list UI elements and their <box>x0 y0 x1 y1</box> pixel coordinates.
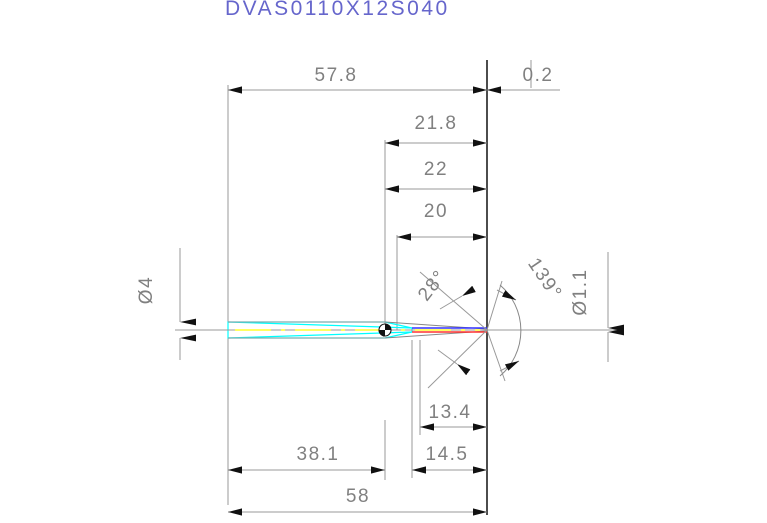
dim-group-lower-stack: 13.4 14.5 <box>412 402 487 474</box>
dim-label-14-5: 14.5 <box>426 444 469 465</box>
part-geometry <box>175 321 620 339</box>
dim-label-21-8: 21.8 <box>415 113 458 134</box>
dim-label-58: 58 <box>346 486 370 507</box>
dim-label-28-deg: 28° <box>414 266 451 305</box>
angle-28-arrow-lower <box>437 349 471 376</box>
angle-139-arrow-upper <box>496 289 517 301</box>
node-marker <box>378 323 392 337</box>
dim-group-taper-angle: 28° <box>414 266 488 389</box>
dim-label-139-deg: 139° <box>523 254 566 303</box>
dim-group-upper-stack: 21.8 22 20 <box>385 113 487 241</box>
dim-label-tip-diameter: Ø1.1 <box>570 268 591 315</box>
dim-group-bottom: 38.1 58 <box>228 444 487 516</box>
angle-28-leader-lower <box>427 329 488 389</box>
dim-group-top: 57.8 0.2 <box>228 65 560 94</box>
dim-group-shaft-diameter: Ø4 <box>136 248 196 360</box>
dim-label-0-2: 0.2 <box>523 65 554 86</box>
extension-lines <box>227 60 532 515</box>
angle-139-arrow-lower <box>499 360 520 372</box>
dim-label-13-4: 13.4 <box>429 402 472 423</box>
dim-group-tip-diameter: Ø1.1 <box>570 252 624 362</box>
dim-group-point-angle: 139° <box>486 254 566 382</box>
angle-139-leader-lower <box>486 329 506 382</box>
angle-139-leader-upper <box>486 280 503 331</box>
dim-label-38-1: 38.1 <box>297 444 340 465</box>
dim-label-22: 22 <box>424 159 448 180</box>
dim-label-20: 20 <box>424 201 448 222</box>
dim-label-57-8: 57.8 <box>315 65 358 86</box>
drawing-title: DVAS0110X12S040 <box>225 0 450 20</box>
dim-label-shaft-diameter: Ø4 <box>136 276 157 304</box>
angle-28-arrow-upper <box>439 285 476 310</box>
